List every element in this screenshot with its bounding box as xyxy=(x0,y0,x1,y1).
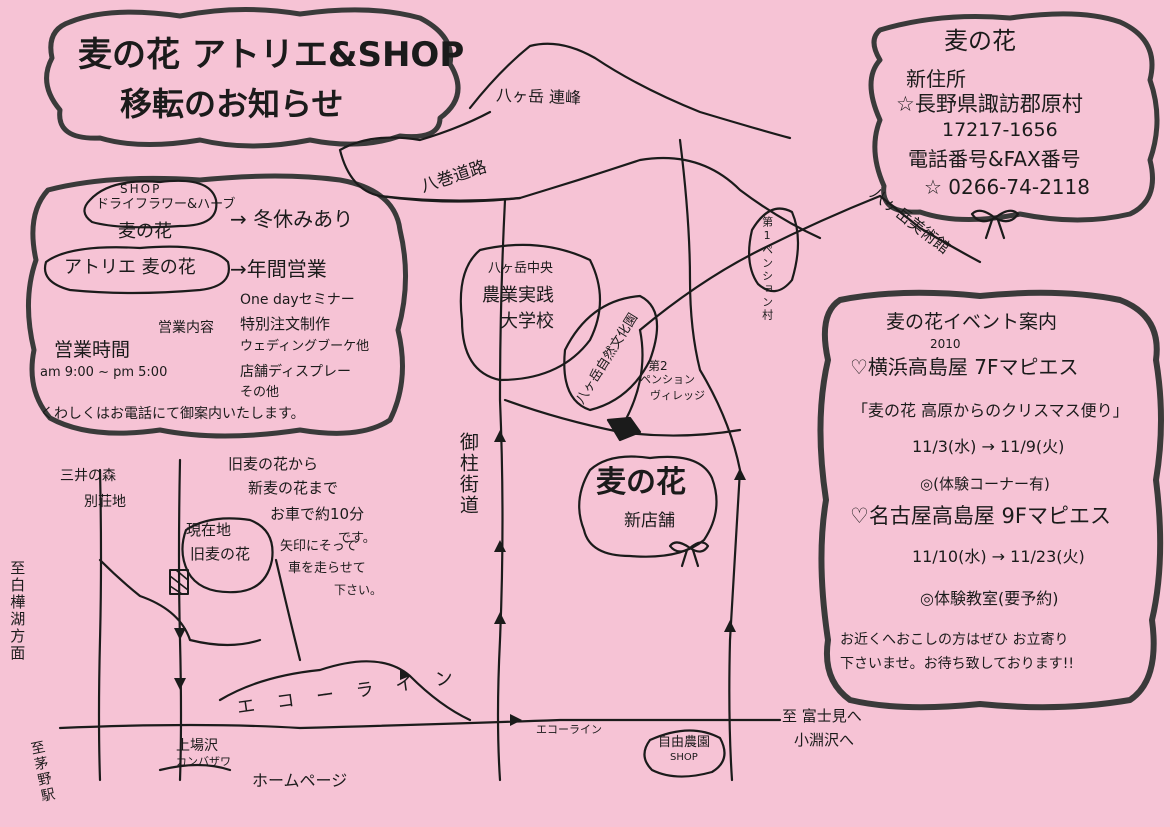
label-to-lake: 至白樺湖方面 xyxy=(8,560,27,662)
hours-label: 営業時間 xyxy=(54,339,131,361)
service-item: 特別注文制作 xyxy=(240,315,331,333)
page-subtitle: 移転のお知らせ xyxy=(120,85,344,123)
label-to-fujimi: 至 富士見へ xyxy=(782,707,862,725)
label-homepage: ホームページ xyxy=(252,771,348,790)
label-pension2: 第2 xyxy=(648,359,668,373)
yokohama-dates: 11/3(水) → 11/9(火) xyxy=(912,437,1065,456)
ribbon-icon xyxy=(970,209,1020,240)
direction-note: です。 xyxy=(338,531,376,546)
label-onbashira: 御柱街道 xyxy=(456,432,479,516)
direction-note: 車を走らせて xyxy=(288,561,366,576)
shop-cloud-outline xyxy=(26,173,409,439)
label-mountains: 八ヶ岳 連峰 xyxy=(495,85,582,108)
address-cloud-outline xyxy=(868,11,1160,223)
phone-number: ☆ 0266-74-2118 xyxy=(924,175,1090,199)
direction-note: 下さい。 xyxy=(334,583,383,597)
title-cloud-outline xyxy=(44,6,461,149)
new-address-label: 新住所 xyxy=(906,67,966,91)
closing-line: 下さいませ。お待ち致しております!! xyxy=(840,656,1074,672)
atelier-name: アトリエ 麦の花 xyxy=(64,257,196,278)
hours-value: am 9:00 ~ pm 5:00 xyxy=(40,365,168,380)
label-mitsui: 三井の森 xyxy=(60,468,116,484)
shop-label: SHOP xyxy=(120,182,162,196)
label-new-store: 新店舗 xyxy=(624,511,675,531)
label-current-location: 現在地 xyxy=(186,521,232,539)
label-jiyu-shop: SHOP xyxy=(670,752,698,763)
service-item: その他 xyxy=(240,385,280,400)
label-jiyu-farm: 自由農園 xyxy=(658,735,711,750)
event-box-outline xyxy=(817,289,1164,711)
makimichi-road xyxy=(378,194,522,202)
new-address: ☆長野県諏訪郡原村 xyxy=(896,92,1083,116)
dried-flower-label: ドライフラワー&ハーブ xyxy=(96,197,236,212)
yokohama-note: ◎(体験コーナー有) xyxy=(920,475,1050,493)
current-location-marker xyxy=(169,569,189,595)
service-item: One dayセミナー xyxy=(240,292,355,308)
contact-note: くわしくはお電話にて御案内いたします。 xyxy=(40,406,305,422)
label-college: 大学校 xyxy=(500,311,554,332)
address-number: 17217-1656 xyxy=(942,119,1058,141)
service-label: 営業内容 xyxy=(158,320,214,336)
label-pension2: ヴィレッジ xyxy=(650,389,705,402)
mountain-ridge xyxy=(468,42,792,140)
new-store-cloud xyxy=(578,455,718,558)
label-college: 農業実践 xyxy=(482,285,554,306)
mountain-outline xyxy=(338,110,822,240)
service-item: ウェディングブーケ他 xyxy=(240,339,370,354)
service-item: 店舗ディスプレー xyxy=(240,364,352,380)
label-college: 八ヶ岳中央 xyxy=(488,261,554,276)
label-pension2: ペンション xyxy=(640,373,695,386)
winter-note: → 冬休みあり xyxy=(230,207,354,231)
yokohama-title: 「麦の花 高原からのクリスマス便り」 xyxy=(852,401,1129,420)
label-echo-line-east: エコーライン xyxy=(536,723,602,736)
label-pension1: 第1ペンション村 xyxy=(760,216,774,322)
shop-name: 麦の花 xyxy=(118,221,172,242)
address-heading: 麦の花 xyxy=(944,27,1016,55)
direction-note: お車で約10分 xyxy=(270,505,365,523)
page-title: 麦の花 アトリエ&SHOP xyxy=(78,35,465,75)
label-kamibasawa-kana: カンバザワ xyxy=(176,755,231,768)
store-marker xyxy=(606,416,642,442)
label-to-kobuchizawa: 小淵沢へ xyxy=(794,731,855,749)
label-new-store: 麦の花 xyxy=(596,465,686,500)
phone-label: 電話番号&FAX番号 xyxy=(908,147,1081,171)
label-old-store: 旧麦の花 xyxy=(190,545,251,563)
pension1-outline xyxy=(747,207,800,293)
closing-line: お近くへおこしの方はぜひ お立寄り xyxy=(840,632,1069,648)
event-year: 2010 xyxy=(930,337,961,351)
echo-line xyxy=(58,718,782,730)
label-mitsui: 別荘地 xyxy=(84,494,126,510)
museum-road xyxy=(638,194,882,332)
direction-note: 新麦の花まで xyxy=(248,479,339,497)
nagoya-note: ◎体験教室(要予約) xyxy=(920,589,1059,608)
college-circle xyxy=(459,243,602,382)
nagoya-venue: ♡名古屋高島屋 9Fマピエス xyxy=(850,504,1111,528)
direction-note: 旧麦の花から xyxy=(228,455,319,473)
west-central-road xyxy=(496,198,507,782)
nagoya-dates: 11/10(水) → 11/23(火) xyxy=(912,547,1085,566)
direction-note: 矢印にそって xyxy=(280,539,358,554)
yokohama-venue: ♡横浜高島屋 7Fマピエス xyxy=(850,355,1079,379)
central-road xyxy=(678,138,742,782)
label-kamibasawa: 上場沢 xyxy=(176,738,218,754)
echo-line-north xyxy=(218,660,472,722)
year-round-note: →年間営業 xyxy=(230,257,327,281)
nature-park-outline xyxy=(563,294,659,412)
event-heading: 麦の花イベント案内 xyxy=(886,311,1058,333)
